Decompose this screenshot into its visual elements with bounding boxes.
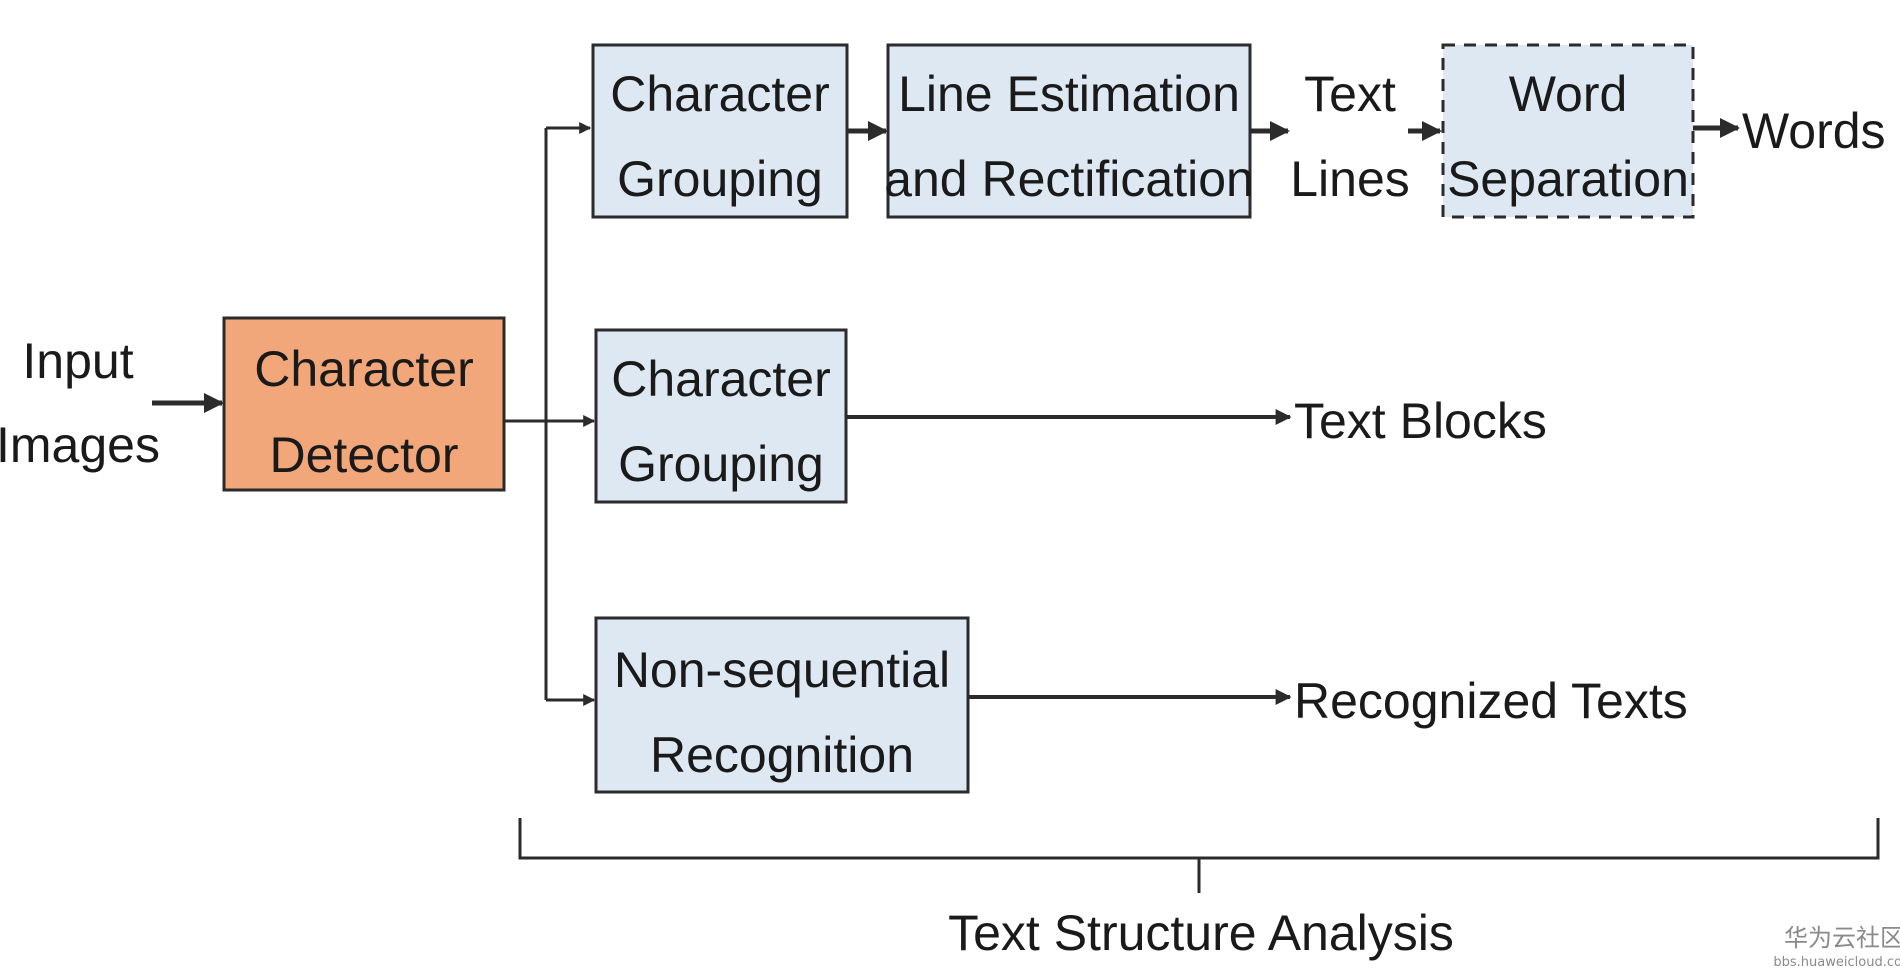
words-output-label: Words xyxy=(1742,103,1886,159)
detector-label-line2: Detector xyxy=(270,427,459,483)
middle-grouping-label-line2: Grouping xyxy=(618,436,824,492)
line-estimation-box: Line Estimation and Rectification xyxy=(884,43,1254,219)
brace-label: Text Structure Analysis xyxy=(948,905,1454,961)
word-separation-label-line1: Word xyxy=(1509,66,1628,122)
input-label-line1: Input xyxy=(22,333,133,389)
text-blocks-output-label: Text Blocks xyxy=(1294,393,1547,449)
detector-label-line1: Character xyxy=(254,341,474,397)
line-estimation-label-line1: Line Estimation xyxy=(898,66,1240,122)
recognized-texts-output-label: Recognized Texts xyxy=(1294,673,1688,729)
middle-grouping-label-line1: Character xyxy=(611,351,831,407)
middle-character-grouping-box: Character Grouping xyxy=(594,328,848,504)
top-grouping-label-line1: Character xyxy=(610,66,830,122)
text-lines-label-line2: Lines xyxy=(1290,151,1410,207)
character-detector-box: Character Detector xyxy=(222,316,506,492)
watermark-url: bbs.huaweicloud.com xyxy=(1773,955,1900,970)
input-label-line2: Images xyxy=(0,417,160,473)
word-separation-label-line2: Separation xyxy=(1447,151,1689,207)
line-estimation-label-line2: and Rectification xyxy=(884,151,1254,207)
recognition-label-line1: Non-sequential xyxy=(614,642,950,698)
recognition-label-line2: Recognition xyxy=(650,727,914,783)
top-character-grouping-box: Character Grouping xyxy=(591,43,849,219)
top-grouping-label-line2: Grouping xyxy=(617,151,823,207)
text-structure-analysis-brace xyxy=(518,818,1880,893)
watermark-brand: 华为云社区 xyxy=(1784,924,1900,952)
non-sequential-recognition-box: Non-sequential Recognition xyxy=(594,616,970,794)
word-separation-box: Word Separation xyxy=(1441,43,1695,219)
text-lines-label-line1: Text xyxy=(1304,66,1396,122)
